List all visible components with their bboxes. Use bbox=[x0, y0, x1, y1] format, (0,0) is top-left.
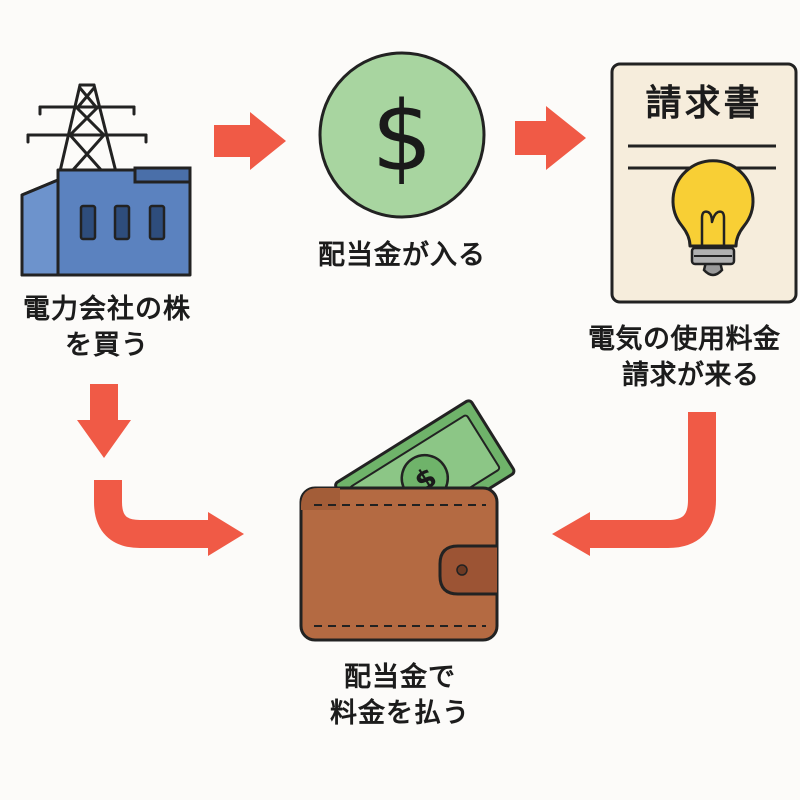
dollar-coin-icon: $ bbox=[318, 51, 486, 219]
label-bill-arrives-line1: 電気の使用料金 bbox=[588, 324, 781, 355]
label-dividend-in-line1: 配当金が入る bbox=[318, 240, 486, 271]
label-bill-arrives-line2: 請求が来る bbox=[622, 360, 760, 391]
arrow-coin-to-invoice bbox=[515, 106, 586, 170]
arrow-power-to-wallet bbox=[94, 480, 244, 556]
svg-text:$: $ bbox=[371, 81, 432, 193]
power-plant-icon bbox=[20, 83, 192, 277]
label-pay-with-dividend-line1: 配当金で bbox=[344, 662, 456, 693]
label-pay-with-dividend: 配当金で 料金を払う bbox=[282, 660, 518, 732]
label-dividend-in: 配当金が入る bbox=[292, 238, 512, 274]
pylon-icon bbox=[26, 83, 148, 182]
invoice-document-icon bbox=[610, 62, 798, 304]
label-buy-stock: 電力会社の株 を買う bbox=[2, 292, 212, 364]
invoice-title: 請求書 bbox=[645, 83, 763, 124]
label-pay-with-dividend-line2: 料金を払う bbox=[330, 698, 470, 729]
label-buy-stock-line2: を買う bbox=[65, 330, 149, 361]
wallet-icon: $ bbox=[299, 399, 516, 642]
arrow-power-to-coin bbox=[214, 112, 286, 170]
arrow-power-down bbox=[77, 384, 131, 458]
label-bill-arrives: 電気の使用料金 請求が来る bbox=[588, 322, 800, 394]
label-buy-stock-line1: 電力会社の株 bbox=[23, 294, 191, 325]
arrow-invoice-to-wallet bbox=[552, 412, 716, 556]
lightbulb-icon bbox=[671, 159, 755, 277]
